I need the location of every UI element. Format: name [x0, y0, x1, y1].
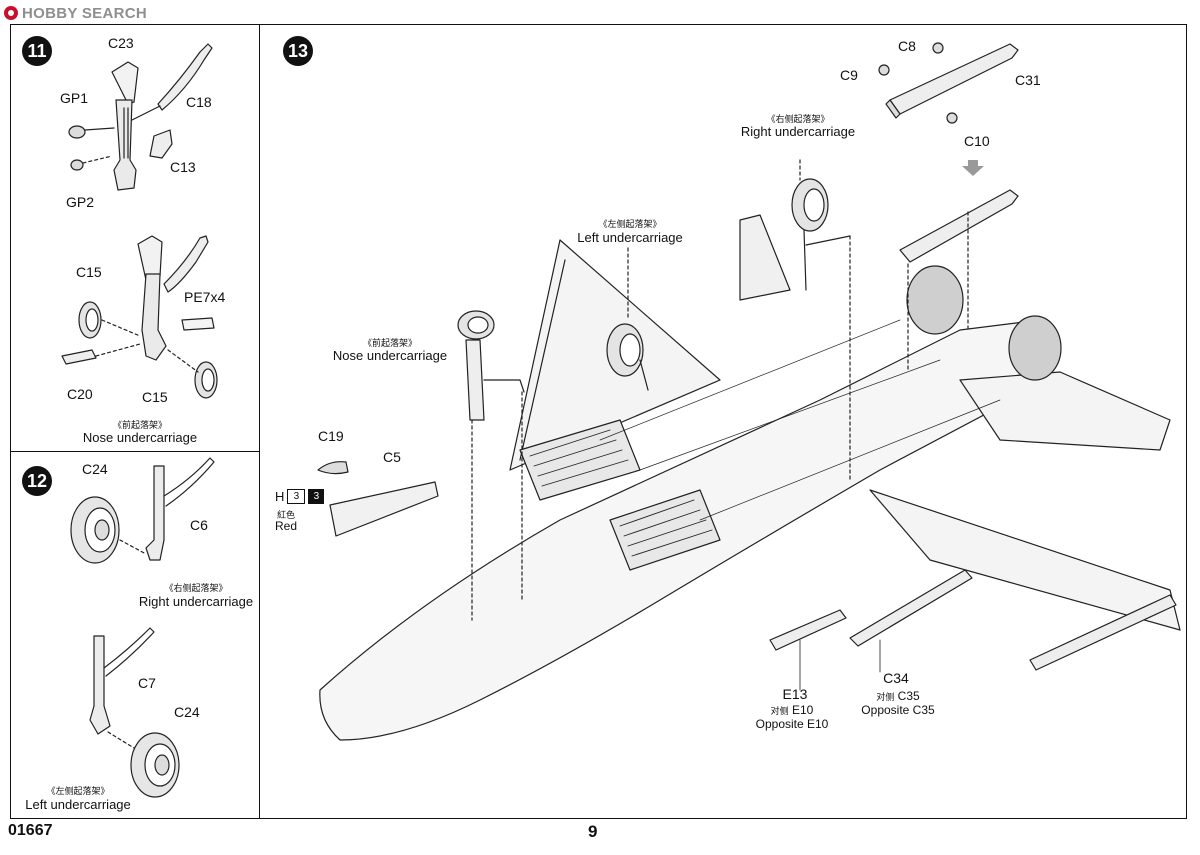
step-11-number: 11: [22, 36, 52, 66]
part-label-c8: C8: [898, 38, 916, 54]
part-label-e13: E13: [782, 686, 808, 702]
opposite-c35-part: C35: [897, 689, 920, 703]
opposite-e10-zh: 对侧: [770, 706, 789, 716]
opposite-e10-part: E10: [792, 703, 814, 717]
step13-nose-gear-drawing: [457, 310, 525, 621]
part-label-c24-right: C24: [82, 461, 108, 477]
step-13-number: 13: [283, 36, 313, 66]
part-label-c15-top: C15: [76, 264, 102, 280]
step12-left-caption-zh: 《左侧起落架》: [46, 787, 110, 797]
part-label-c6: C6: [190, 517, 208, 533]
part-label-c5: C5: [383, 449, 401, 465]
paint-color-zh: 紅色: [277, 511, 296, 521]
part-label-c24-left: C24: [174, 704, 200, 720]
paint-callout: H 3 3: [275, 489, 325, 504]
watermark-text: HOBBY SEARCH: [22, 4, 148, 22]
step12-left-caption-en: Left undercarriage: [25, 797, 131, 812]
step12-right-caption-en: Right undercarriage: [138, 594, 254, 609]
part-label-c34: C34: [883, 670, 909, 686]
part-label-pe7x4: PE7x4: [184, 289, 226, 305]
step13-left-caption-zh: 《左侧起落架》: [598, 220, 662, 230]
step13-right-caption-zh: 《右侧起落架》: [766, 115, 830, 125]
step13-nose-caption-en: Nose undercarriage: [332, 348, 448, 363]
right-undercarriage-drawing: [70, 457, 215, 564]
step13-left-caption-en: Left undercarriage: [577, 230, 683, 245]
left-undercarriage-drawing: [89, 627, 180, 798]
part-label-c31: C31: [1015, 72, 1041, 88]
down-arrow-icon: [962, 160, 984, 176]
paint-box-2: 3: [308, 489, 325, 504]
opposite-e10-en: Opposite E10: [755, 717, 829, 731]
step-12-number: 12: [22, 466, 52, 496]
part-label-gp1: GP1: [60, 90, 89, 106]
opposite-e10-line: 对侧 E10: [771, 703, 814, 717]
part-label-c7: C7: [138, 675, 156, 691]
step13-right-caption-en: Right undercarriage: [740, 124, 856, 139]
aircraft-underside-drawing: [317, 214, 1181, 741]
nose-gear-assembly-drawing: [61, 235, 218, 399]
part-label-gp2: GP2: [66, 194, 95, 210]
opposite-c35-zh: 对侧: [876, 692, 895, 702]
nose-gear-strut-upper-drawing: [68, 43, 213, 191]
opposite-c35-line: 对侧 C35: [876, 689, 919, 703]
paint-code: H: [275, 489, 285, 504]
step-13-panel: [259, 24, 1187, 819]
step11-caption-en: Nose undercarriage: [82, 430, 198, 445]
part-label-c10: C10: [964, 133, 990, 149]
step11-caption-zh: 《前起落架》: [112, 421, 168, 431]
step13-right-gear-drawing: [791, 159, 851, 291]
product-code: 01667: [8, 822, 53, 839]
part-label-c23: C23: [108, 35, 134, 51]
paint-color-en: Red: [275, 519, 298, 533]
watermark-logo-icon: [4, 6, 18, 20]
watermark: HOBBY SEARCH: [4, 4, 147, 22]
step12-right-caption-zh: 《右侧起落架》: [164, 584, 228, 594]
part-label-c19: C19: [318, 428, 344, 444]
page-number: 9: [588, 822, 598, 841]
step13-nose-caption-zh: 《前起落架》: [362, 339, 418, 349]
step13-left-gear-drawing: [606, 247, 649, 391]
part-label-c13: C13: [170, 159, 196, 175]
part-label-c20: C20: [67, 386, 93, 402]
part-label-c9: C9: [840, 67, 858, 83]
opposite-c35-en: Opposite C35: [861, 703, 935, 717]
paint-box-1: 3: [287, 489, 306, 504]
part-label-c15-bottom: C15: [142, 389, 168, 405]
part-label-c18: C18: [186, 94, 212, 110]
c31-rail-drawing: [878, 42, 1019, 371]
